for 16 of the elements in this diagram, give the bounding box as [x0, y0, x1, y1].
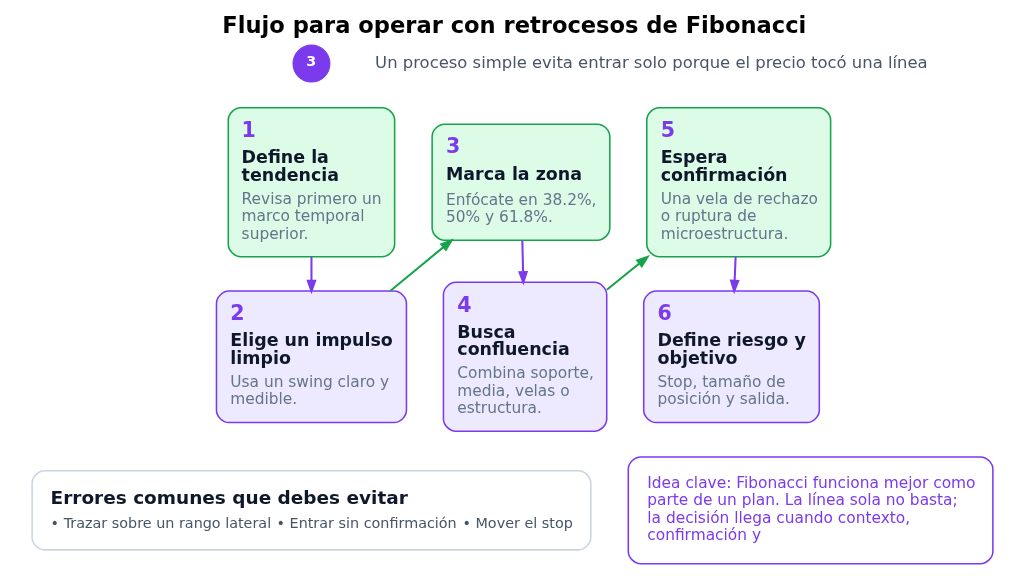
diagram-title: Flujo para operar con retrocesos de Fibonacci — [221, 12, 806, 39]
node-box: Idea clave: Fibonacci funciona mejor como parte de un plan. La línea sola no basta; la decisión llega cuando contexto, confirmación y — [627, 456, 994, 565]
node-box: 3 Marca la zona Enfócate en 38.2%, 50% y 61.8%. — [430, 123, 611, 241]
node-box: 1 Define la tendencia Revisa primero un marco temporal superior. — [227, 107, 395, 258]
arrow — [305, 256, 316, 295]
node-box: Errores comunes que debes evitar • Trazar sobre un rango lateral • Entrar sin confirmación • Mover el stop — [30, 470, 592, 551]
arrow — [389, 238, 454, 292]
node-box: 2 Elige un impulso limpio Usa un swing claro y medible. — [215, 290, 407, 424]
arrow — [605, 254, 650, 291]
node-box: 6 Define riesgo y objetivo Stop, tamaño de posición y salida. — [642, 290, 820, 424]
arrow — [517, 240, 528, 286]
node-box: 5 Espera confirmación Una vela de rechazo o ruptura de microestructura. — [645, 107, 831, 258]
node-box: 4 Busca confluencia Combina soporte, media, velas o estructura. — [442, 281, 607, 433]
label: Un proceso simple evita entrar solo porque el precio tocó una línea — [374, 52, 928, 72]
arrow — [729, 256, 740, 295]
label: 3 — [305, 53, 316, 70]
